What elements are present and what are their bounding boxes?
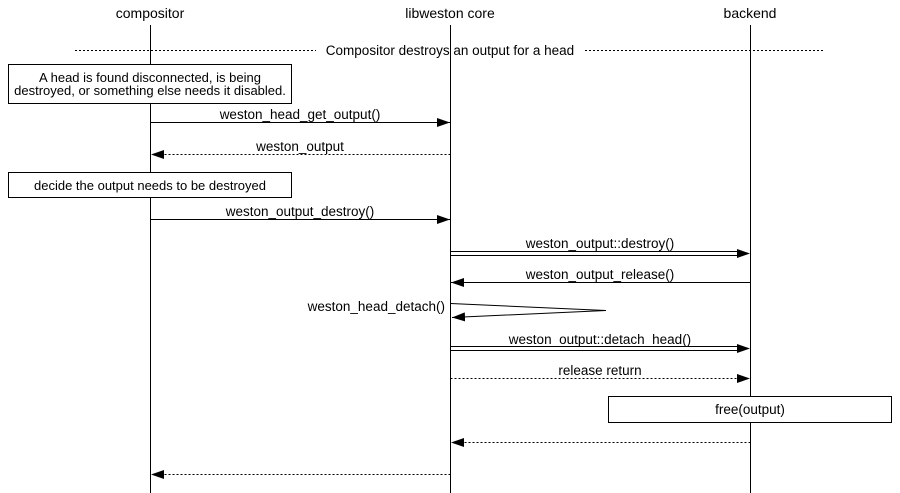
divider-label: Compositor destroys an output for a head bbox=[325, 43, 575, 58]
label-output-vfunc-detach-head: weston_output::detach_head() bbox=[508, 332, 692, 347]
participant-compositor: compositor bbox=[115, 5, 185, 21]
participant-libweston-core: libweston core bbox=[405, 5, 495, 21]
participant-backend: backend bbox=[723, 5, 777, 21]
label-weston-head-get-output: weston_head_get_output() bbox=[219, 107, 381, 122]
label-output-vfunc-destroy: weston_output::destroy() bbox=[525, 236, 675, 251]
label-weston-head-detach: weston_head_detach() bbox=[307, 299, 445, 314]
arrow-weston-head-detach-self bbox=[450, 303, 607, 322]
label-release-return: release return bbox=[558, 363, 642, 378]
arrow-output-vfunc-destroy-head bbox=[737, 249, 750, 258]
label-weston-output-destroy: weston_output_destroy() bbox=[225, 204, 375, 219]
label-weston-output-return: weston_output bbox=[256, 139, 344, 154]
note-head-disconnected: A head is found disconnected, is being d… bbox=[8, 64, 292, 104]
arrow-output-vfunc-detach-head-head bbox=[737, 344, 750, 353]
note-decide-destroy: decide the output needs to be destroyed bbox=[8, 172, 292, 198]
label-weston-output-release: weston_output_release() bbox=[525, 267, 675, 282]
action-box-free-output: free(output) bbox=[608, 396, 892, 423]
